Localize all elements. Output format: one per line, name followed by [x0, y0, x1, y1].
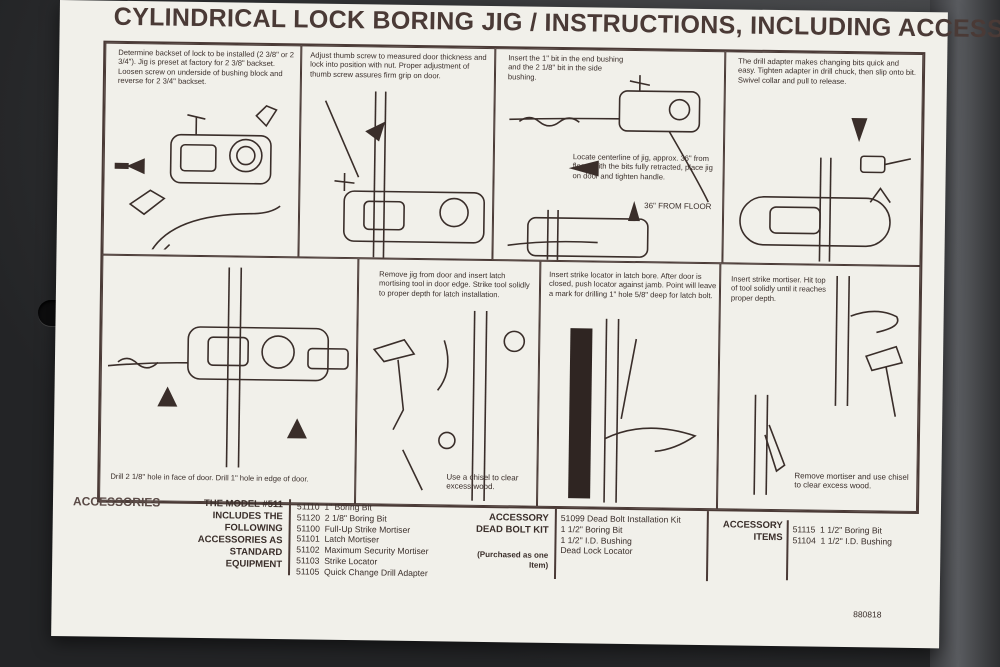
accessory-items-list: 51115 1 1/2" Boring Bit 51104 1 1/2" I.D… — [792, 524, 892, 547]
step-9-note: Remove mortiser and use chisel to clear … — [794, 471, 909, 491]
step-8-panel: Insert strike locator in latch bore. Aft… — [536, 260, 721, 510]
step-1-panel: Determine backset of lock to be installe… — [102, 42, 302, 258]
accessories-section: ACCESSORIES THE MODEL #511 INCLUDES THE … — [52, 488, 941, 590]
thumb-screw-illustration — [324, 91, 486, 258]
drill-adapter-illustration — [739, 118, 912, 262]
step-7-text: Remove jig from door and insert latch mo… — [378, 269, 530, 299]
deadbolt-item: Dead Lock Locator — [560, 545, 633, 557]
form-code: 880818 — [853, 609, 882, 620]
divider-4 — [785, 520, 789, 581]
accessory-item: 51105 Quick Change Drill Adapter — [295, 566, 428, 578]
bits-insertion-illustration — [507, 75, 709, 260]
step-7-note: Use a chisel to clear excess wood. — [446, 472, 519, 492]
model-label: THE MODEL #511 INCLUDES THE FOLLOWING AC… — [197, 498, 284, 571]
step-7-panel: Remove jig from door and insert latch mo… — [354, 258, 541, 507]
instruction-grid: Determine backset of lock to be installe… — [96, 40, 926, 515]
accessory-items-label: ACCESSORY ITEMS — [722, 519, 783, 544]
strike-locator-illustration — [568, 318, 697, 503]
step-9-panel: Insert strike mortiser. Hit top of tool … — [716, 263, 921, 513]
step-3-panel: Insert the 1" bit in the end bushing and… — [492, 48, 726, 264]
divider-1 — [287, 499, 291, 576]
step-1-text: Determine backset of lock to be installe… — [117, 47, 295, 87]
deadbolt-kit-note: (Purchased as one Item) — [477, 549, 549, 570]
step-8-text: Insert strike locator in latch bore. Aft… — [548, 269, 717, 300]
step-6-panel: Drill 2 1/8" hole in face of door. Drill… — [99, 254, 359, 505]
deadbolt-kit-list: 51099 Dead Bolt Installation Kit 1 1/2" … — [560, 513, 681, 558]
accessory-item: 51104 1 1/2" I.D. Bushing — [792, 535, 893, 547]
instruction-sheet: CYLINDRICAL LOCK BORING JIG / INSTRUCTIO… — [51, 0, 1000, 649]
drilling-holes-illustration — [107, 267, 349, 468]
jig-backset-illustration — [114, 104, 281, 252]
standard-accessories-list: 51110 1" Boring Bit 51120 2 1/8" Boring … — [296, 501, 429, 578]
strike-mortiser-illustration — [753, 275, 904, 495]
latch-mortise-illustration — [372, 310, 526, 501]
accessories-heading: ACCESSORIES — [72, 494, 161, 510]
step-5-text: The drill adapter makes changing bits qu… — [737, 56, 917, 86]
divider-3 — [705, 511, 709, 582]
step-2-panel: Adjust thumb screw to measured door thic… — [298, 45, 496, 261]
deadbolt-kit-label: ACCESSORY DEAD BOLT KIT — [475, 512, 549, 536]
step-5-panel: The drill adapter makes changing bits qu… — [722, 51, 924, 267]
step-2-text: Adjust thumb screw to measured door thic… — [309, 50, 487, 81]
divider-2 — [553, 508, 557, 579]
step-6-text: Drill 2 1/8" hole in face of door. Drill… — [110, 471, 309, 484]
